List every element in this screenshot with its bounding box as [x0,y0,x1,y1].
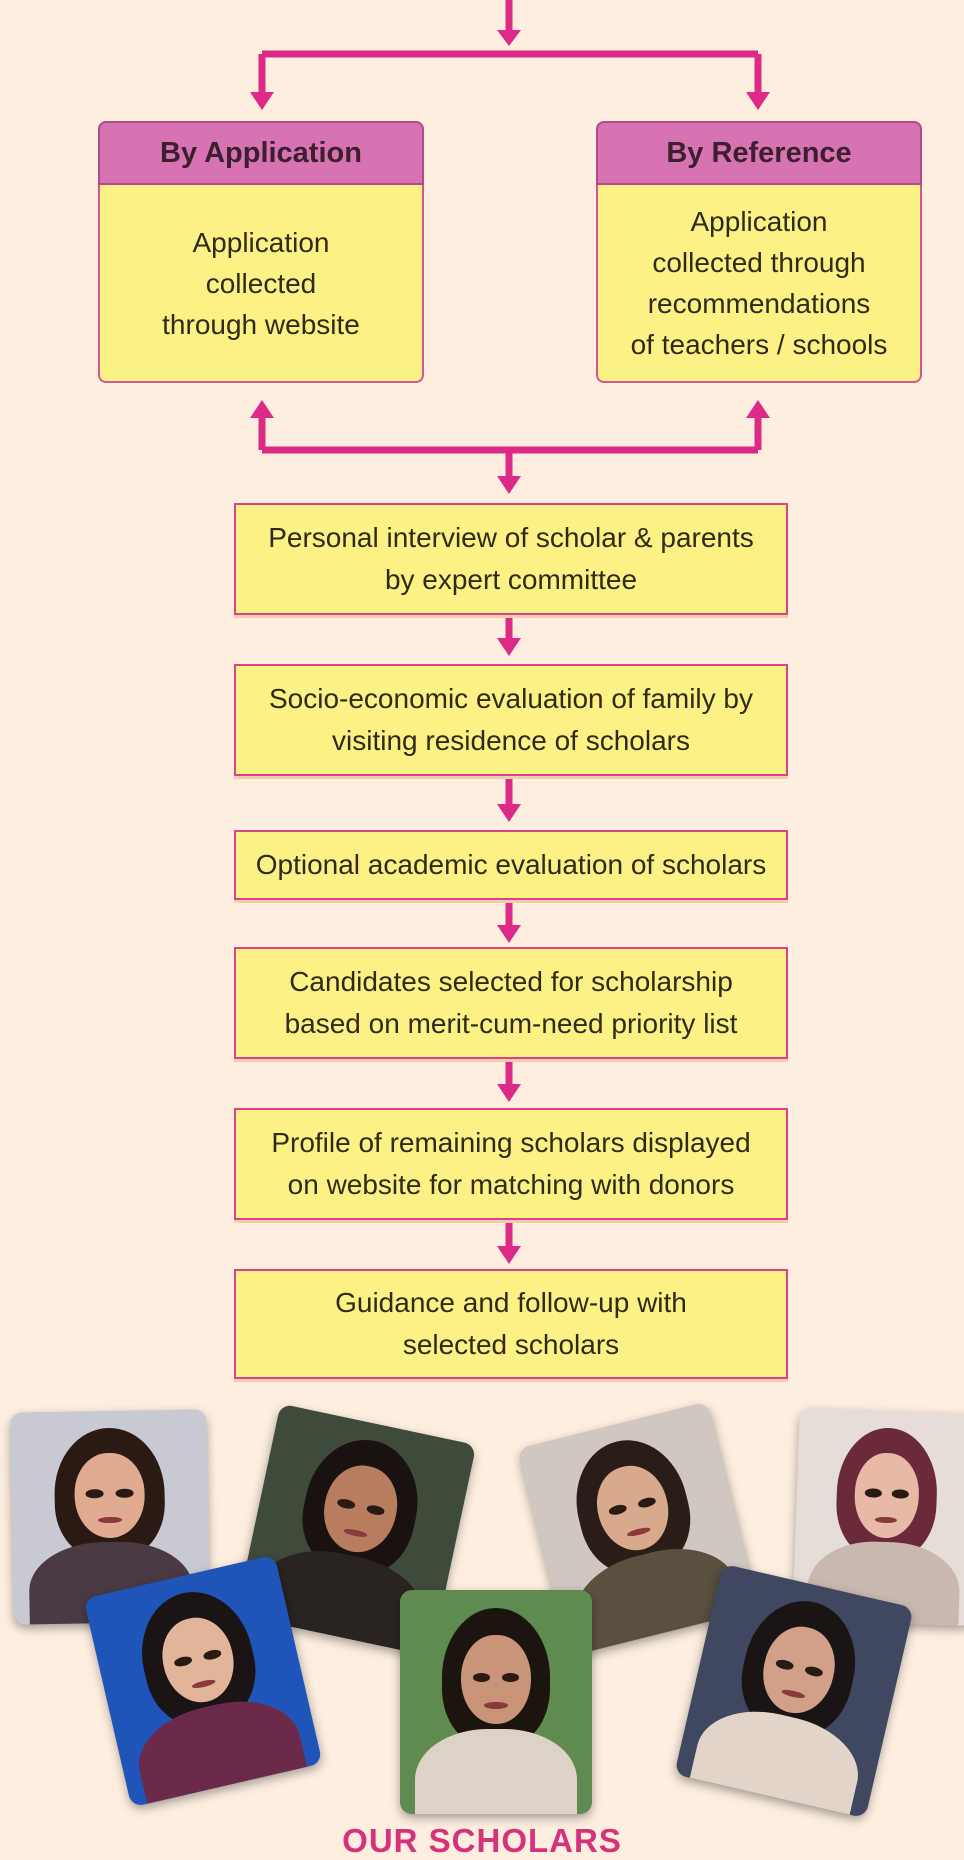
by-application-body-box: Application collected through website [98,185,424,383]
by-reference-card: By Reference Application collected throu… [596,121,922,385]
scholar-photo [400,1590,592,1814]
step-personal-interview-text: Personal interview of scholar & parents … [268,522,754,595]
step-academic-evaluation-text: Optional academic evaluation of scholars [255,849,767,880]
step-candidates-selected-text: Candidates selected for scholarship base… [284,966,738,1039]
step-socio-economic-evaluation: Socio-economic evaluation of family by v… [234,664,788,776]
by-application-card: By Application Application collected thr… [98,121,424,385]
our-scholars-caption: OUR SCHOLARS [342,1822,622,1859]
step-profile-displayed: Profile of remaining scholars displayed … [234,1108,788,1220]
by-reference-body: Application collected through recommenda… [630,206,888,360]
by-reference-title: By Reference [596,121,922,185]
step-personal-interview: Personal interview of scholar & parents … [234,503,788,615]
by-application-title: By Application [98,121,424,185]
step-profile-displayed-text: Profile of remaining scholars displayed … [271,1127,751,1200]
step-socio-economic-evaluation-text: Socio-economic evaluation of family by v… [268,683,753,756]
by-reference-body-box: Application collected through recommenda… [596,185,922,383]
step-candidates-selected: Candidates selected for scholarship base… [234,947,788,1059]
step-guidance-follow-up: Guidance and follow-up with selected sch… [234,1269,788,1379]
by-application-body: Application collected through website [162,226,360,340]
step-guidance-follow-up-text: Guidance and follow-up with selected sch… [335,1287,687,1360]
step-academic-evaluation: Optional academic evaluation of scholars [234,830,788,900]
